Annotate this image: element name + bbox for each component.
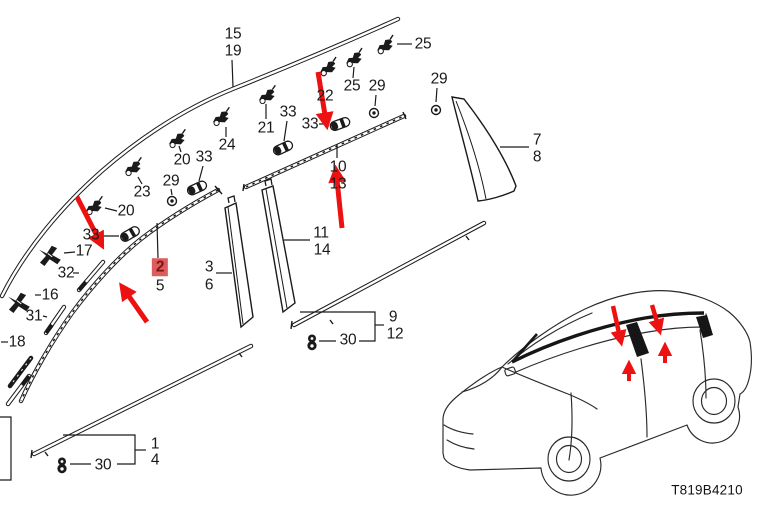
grommet-29b — [368, 107, 380, 119]
part-label-29-29[interactable]: 29 — [430, 70, 448, 88]
part-label-11-27[interactable]: 11 — [313, 224, 329, 242]
car-red-arrow-2 — [648, 304, 665, 336]
car-red-arrow-1 — [610, 305, 627, 347]
part-label-2-21[interactable]: 2 — [151, 258, 169, 276]
car-body-outline — [442, 290, 752, 496]
part-label-5-22[interactable]: 5 — [155, 277, 165, 295]
pillar-garnish-11-14 — [261, 178, 296, 314]
part-label-15-0[interactable]: 15 — [224, 25, 242, 43]
part-label-16-18[interactable]: 16 — [41, 286, 59, 304]
clip-30b — [307, 334, 317, 351]
part-label-17-16[interactable]: 17 — [75, 242, 93, 260]
part-label-25-2[interactable]: 25 — [414, 35, 432, 53]
molding-10-13 — [242, 111, 407, 192]
part-label-1-35[interactable]: 1 — [150, 435, 160, 453]
door-molding-9-12 — [290, 223, 484, 330]
part-label-9-32[interactable]: 9 — [388, 308, 398, 326]
molding-piece-32 — [76, 259, 106, 293]
car-illustration — [442, 290, 752, 496]
part-label-4-36[interactable]: 4 — [150, 451, 160, 469]
door-molding-1-4 — [30, 346, 251, 459]
car-rear-wheel — [692, 378, 736, 424]
part-label-21-7[interactable]: 21 — [257, 119, 275, 137]
part-label-29-4[interactable]: 29 — [368, 77, 386, 95]
part-label-29-12[interactable]: 29 — [162, 172, 180, 190]
diagram-code: T819B4210 — [671, 482, 743, 498]
part-label-8-31[interactable]: 8 — [532, 148, 542, 166]
car-front-wheel — [547, 436, 591, 482]
clip-30a — [57, 457, 67, 474]
red-arrow-2 — [119, 282, 150, 324]
car-mirror — [504, 366, 517, 377]
part-label-19-1[interactable]: 19 — [224, 42, 242, 60]
roof-side-molding-2-5 — [21, 185, 223, 401]
part-label-24-9[interactable]: 24 — [218, 136, 236, 154]
molding-piece-18b — [5, 373, 32, 407]
grommet-29a — [166, 195, 178, 207]
clip-25a — [373, 34, 399, 56]
part-label-33-11[interactable]: 33 — [195, 148, 213, 166]
pillar-garnish-3-6 — [224, 195, 254, 329]
part-label-33-8[interactable]: 33 — [279, 103, 297, 121]
clip-20a — [165, 128, 191, 150]
part-label-20-14[interactable]: 20 — [117, 202, 135, 220]
part-label-6-24[interactable]: 6 — [204, 276, 214, 294]
part-label-3-23[interactable]: 3 — [204, 258, 214, 276]
clip-33c — [328, 115, 352, 133]
part-label-33-15[interactable]: 33 — [82, 226, 100, 244]
clip-21 — [255, 84, 281, 106]
part-label-22-5[interactable]: 22 — [316, 87, 334, 105]
red-arrow-4 — [328, 164, 347, 229]
clip-33b — [185, 179, 209, 197]
part-label-10-25[interactable]: 10 — [329, 158, 347, 176]
part-label-23-13[interactable]: 23 — [133, 183, 151, 201]
red-arrows-diagram — [74, 71, 347, 324]
clip-24 — [209, 106, 235, 128]
part-label-30-37[interactable]: 30 — [94, 456, 112, 474]
part-label-33-6[interactable]: 33 — [301, 115, 319, 133]
part-label-31-19[interactable]: 31 — [25, 307, 43, 325]
car-roof-trim — [511, 311, 705, 364]
grommet-29c — [430, 104, 442, 116]
car-c-pillar-trim — [696, 315, 713, 338]
part-label-13-26[interactable]: 13 — [329, 175, 347, 193]
red-arrow-1 — [74, 195, 105, 250]
molding-piece-31 — [43, 304, 67, 336]
part-label-7-30[interactable]: 7 — [532, 131, 542, 149]
part-label-30-34[interactable]: 30 — [339, 331, 357, 349]
leader-lines — [0, 43, 529, 481]
pillar-garnish-7-8 — [451, 96, 517, 202]
molding-piece-18a — [7, 355, 34, 389]
part-label-32-17[interactable]: 32 — [57, 264, 75, 282]
clip-23 — [121, 156, 147, 178]
part-label-12-33[interactable]: 12 — [386, 325, 404, 343]
clip-25b — [342, 47, 368, 69]
car-b-pillar-trim — [626, 322, 649, 357]
car-a-pillar-trim — [512, 333, 538, 362]
part-label-25-3[interactable]: 25 — [343, 77, 361, 95]
part-label-18-20[interactable]: 18 — [8, 333, 26, 351]
part-label-20-10[interactable]: 20 — [173, 151, 191, 169]
part-label-14-28[interactable]: 14 — [313, 241, 331, 259]
red-arrow-3 — [315, 71, 334, 131]
clip-33a — [271, 139, 295, 157]
